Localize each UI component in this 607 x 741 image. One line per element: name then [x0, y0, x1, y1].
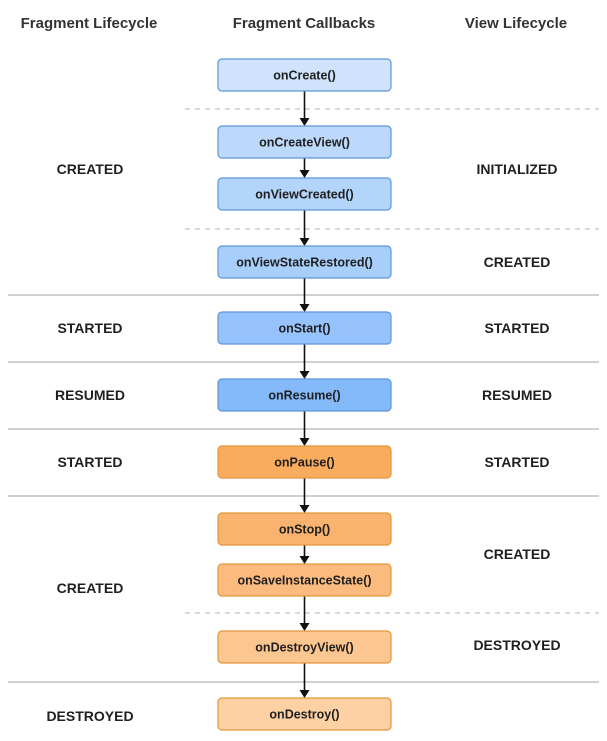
fragment-state-created: CREATED — [57, 580, 124, 596]
callback-label: onStart() — [278, 322, 330, 336]
callback-label: onCreate() — [273, 69, 336, 83]
view-state-initialized: INITIALIZED — [477, 161, 558, 177]
fragment-state-created: CREATED — [57, 161, 124, 177]
flow-arrow — [299, 278, 310, 312]
callback-box — [217, 630, 392, 664]
callback-label: onDestroyView() — [255, 641, 353, 655]
view-state-destroyed: DESTROYED — [473, 637, 560, 653]
view-state-resumed: RESUMED — [482, 387, 552, 403]
callback-box — [217, 512, 392, 546]
flow-arrow — [299, 596, 310, 631]
flow-arrow — [299, 478, 310, 513]
callback-on-destroy: onDestroy() — [217, 697, 392, 731]
callback-box — [217, 311, 392, 345]
fragment-state-started: STARTED — [57, 320, 122, 336]
flow-arrow — [299, 210, 310, 246]
callback-box — [217, 697, 392, 731]
callback-on-save-instance-state: onSaveInstanceState() — [217, 563, 392, 597]
callback-box — [217, 378, 392, 412]
callback-box — [217, 445, 392, 479]
view-state-created: CREATED — [484, 254, 551, 270]
view-state-created: CREATED — [484, 546, 551, 562]
fragment-state-started: STARTED — [57, 454, 122, 470]
callback-label: onCreateView() — [259, 136, 350, 150]
fragment-state-destroyed: DESTROYED — [46, 708, 133, 724]
callback-on-view-state-restored: onViewStateRestored() — [217, 245, 392, 279]
flow-arrow — [299, 91, 310, 126]
flow-arrow — [299, 158, 310, 178]
callback-box — [217, 58, 392, 92]
header-fragment-lifecycle: Fragment Lifecycle — [21, 15, 158, 32]
flow-arrow — [299, 411, 310, 446]
view-state-started: STARTED — [484, 320, 549, 336]
callback-on-start: onStart() — [217, 311, 392, 345]
callback-label: onStop() — [279, 523, 330, 537]
callback-on-destroy-view: onDestroyView() — [217, 630, 392, 664]
callback-box — [217, 125, 392, 159]
view-state-started: STARTED — [484, 454, 549, 470]
callback-on-pause: onPause() — [217, 445, 392, 479]
callback-on-view-created: onViewCreated() — [217, 177, 392, 211]
callback-label: onViewCreated() — [255, 188, 353, 202]
header-fragment-callbacks: Fragment Callbacks — [233, 15, 376, 32]
flow-arrow — [299, 663, 310, 698]
callback-label: onViewStateRestored() — [236, 256, 373, 270]
fragment-lifecycle-states: CREATED STARTED RESUMED STARTED CREATED … — [46, 161, 133, 724]
callback-on-create: onCreate() — [217, 58, 392, 92]
callback-label: onSaveInstanceState() — [237, 574, 371, 588]
callback-box — [217, 563, 392, 597]
flow-arrow — [299, 344, 310, 379]
callback-label: onPause() — [274, 456, 334, 470]
callback-box — [217, 245, 392, 279]
flow-arrow — [299, 545, 310, 564]
callback-boxes: onCreate() onCreateView() onViewCreated() o… — [217, 58, 392, 731]
callback-on-stop: onStop() — [217, 512, 392, 546]
callback-label: onResume() — [268, 389, 340, 403]
view-lifecycle-states: INITIALIZED CREATED STARTED RESUMED STAR… — [473, 161, 560, 653]
callback-on-create-view: onCreateView() — [217, 125, 392, 159]
row-dividers — [8, 108, 599, 683]
callback-on-resume: onResume() — [217, 378, 392, 412]
callback-arrows — [299, 91, 310, 698]
fragment-state-resumed: RESUMED — [55, 387, 125, 403]
callback-label: onDestroy() — [269, 708, 339, 722]
header-view-lifecycle: View Lifecycle — [465, 15, 567, 32]
callback-box — [217, 177, 392, 211]
